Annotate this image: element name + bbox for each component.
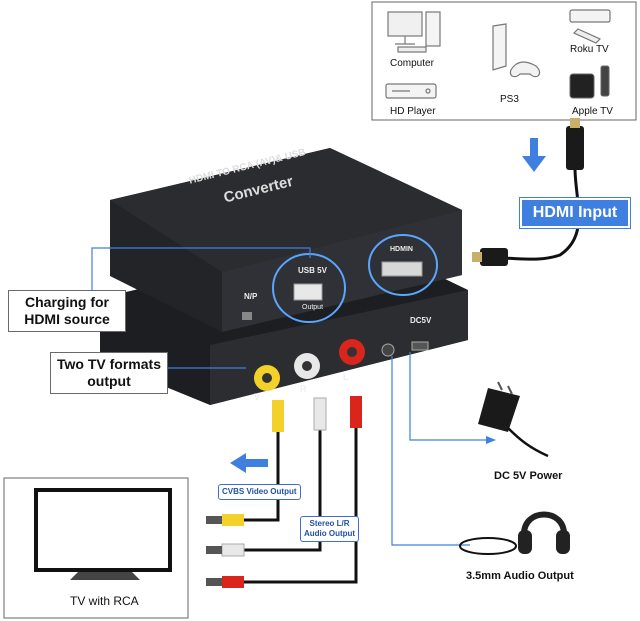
- stereo-pill: Stereo L/R Audio Output: [300, 516, 360, 542]
- dc-power-caption: DC 5V Power: [494, 470, 563, 482]
- charging-callout: Charging for HDMI source: [8, 290, 126, 332]
- computer-icon: [387, 11, 441, 53]
- audio-jack: [381, 343, 395, 357]
- port-letter-v: V: [254, 392, 261, 402]
- dc-port: [411, 341, 429, 351]
- hdmi-port-label: HDMIN: [390, 246, 413, 253]
- usb-label: USB 5V: [298, 266, 327, 275]
- rca-plug-yellow: [272, 400, 284, 432]
- source-ps3-label: PS3: [500, 94, 519, 105]
- roku-icon: [569, 9, 611, 44]
- dc5v-label: DC5V: [410, 316, 432, 325]
- rca-tv-plug-white: [221, 543, 245, 557]
- usb-port: [293, 283, 323, 301]
- source-apple-tv-label: Apple TV: [572, 106, 613, 117]
- arrow-left-icon: [230, 453, 268, 473]
- hdmi-cable: [495, 167, 581, 261]
- hdmi-input-label: HDMI Input: [520, 198, 630, 228]
- hdmi-port: [381, 261, 423, 277]
- np-label: N/P: [244, 292, 258, 301]
- tv-caption: TV with RCA: [70, 594, 139, 608]
- source-computer-label: Computer: [390, 58, 434, 69]
- hdmi-plug-top: [566, 126, 584, 170]
- ps3-icon: [492, 23, 541, 78]
- rca-tv-plug-red: [222, 576, 244, 588]
- formats-callout: Two TV formats output: [50, 352, 168, 394]
- source-hd-player-label: HD Player: [390, 106, 436, 117]
- audio-output-caption: 3.5mm Audio Output: [466, 570, 574, 582]
- source-roku-label: Roku TV: [570, 44, 609, 55]
- port-letter-r: R: [300, 384, 307, 394]
- cvbs-pill: CVBS Video Output: [218, 484, 301, 500]
- tv-icon: [3, 477, 189, 619]
- power-adapter-icon: [478, 381, 549, 458]
- rca-tv-plug-yellow: [222, 514, 244, 526]
- apple-tv-icon: [569, 65, 610, 99]
- hd-player-icon: [385, 83, 437, 99]
- hdmi-plug-side: [480, 248, 508, 266]
- usb-output-label: Output: [302, 304, 324, 311]
- rca-plug-red: [350, 396, 362, 428]
- arrow-down-icon: [522, 138, 546, 172]
- headphones-icon: [459, 511, 570, 555]
- hdmi-plug-top-tip: [570, 118, 580, 128]
- port-letter-l: L: [343, 372, 349, 382]
- rca-plug-white: [313, 397, 327, 431]
- np-switch: [242, 312, 252, 320]
- hdmi-plug-side-tip: [472, 252, 482, 262]
